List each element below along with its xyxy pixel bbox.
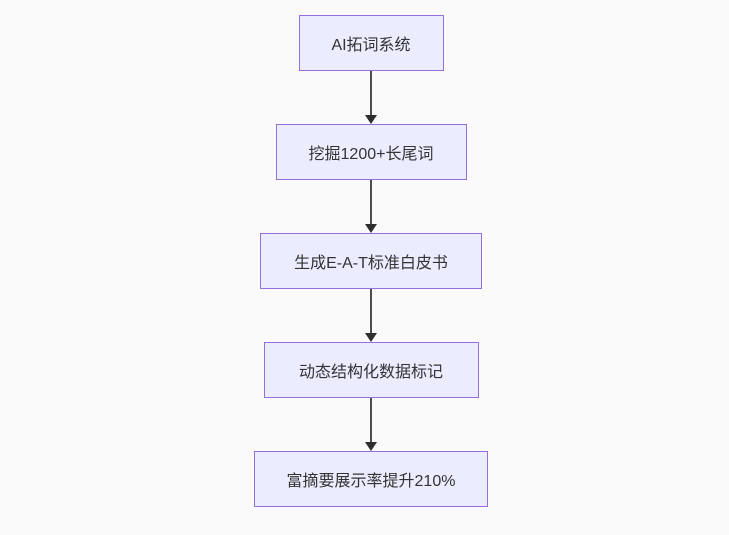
flowchart-column: AI拓词系统 挖掘1200+长尾词 生成E-A-T标准白皮书 动态结构化数据标记	[254, 15, 488, 507]
flowchart-node-structured-data-markup: 动态结构化数据标记	[263, 342, 479, 398]
node-label: 挖掘1200+长尾词	[308, 146, 434, 163]
arrow-line	[370, 71, 372, 115]
flowchart-node-rich-snippet-result: 富摘要展示率提升210%	[254, 451, 488, 507]
flowchart-node-eat-whitepaper: 生成E-A-T标准白皮书	[260, 233, 482, 289]
arrow-line	[370, 398, 372, 442]
flowchart-node-ai-word-expansion: AI拓词系统	[298, 15, 444, 71]
node-label: 生成E-A-T标准白皮书	[294, 255, 448, 272]
arrowhead-down-icon	[365, 442, 377, 451]
arrow-line	[370, 289, 372, 333]
arrow-line	[370, 180, 372, 224]
flow-arrow-3	[365, 289, 377, 342]
arrowhead-down-icon	[365, 333, 377, 342]
arrowhead-down-icon	[365, 115, 377, 124]
flow-arrow-1	[365, 71, 377, 124]
node-label: 富摘要展示率提升210%	[286, 473, 456, 490]
flow-arrow-4	[365, 398, 377, 451]
node-label: 动态结构化数据标记	[298, 364, 443, 381]
flow-arrow-2	[365, 180, 377, 233]
arrowhead-down-icon	[365, 224, 377, 233]
flowchart-node-longtail-keywords: 挖掘1200+长尾词	[275, 124, 467, 180]
node-label: AI拓词系统	[331, 37, 411, 54]
